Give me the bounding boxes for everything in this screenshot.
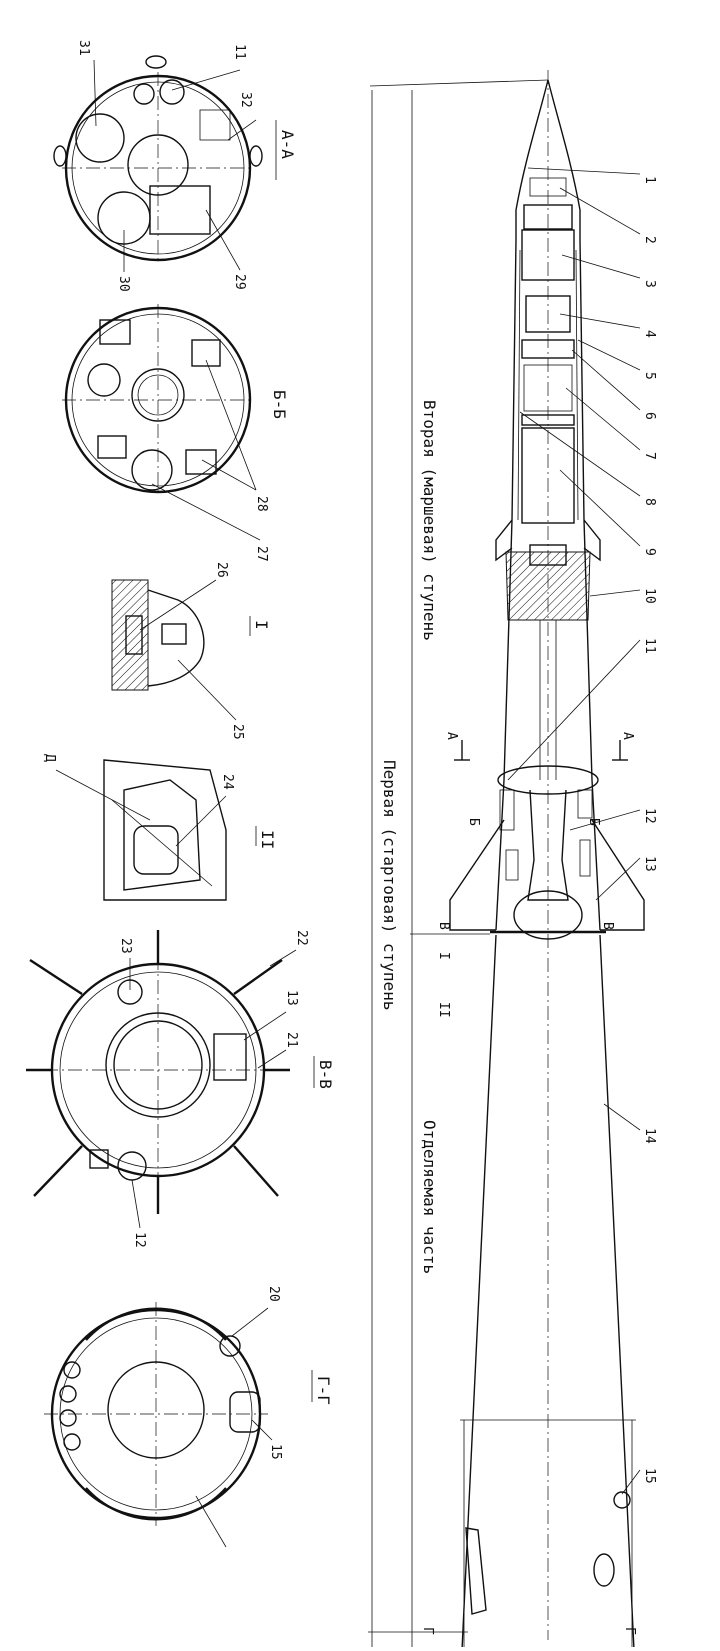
aa-callouts: 31 11 32 29 30 xyxy=(76,40,257,292)
first-stage-fins xyxy=(449,819,645,931)
detail-one: I 26 25 xyxy=(111,562,271,740)
callout-14: 14 xyxy=(642,1128,657,1144)
title-detail-two: II xyxy=(258,830,277,849)
callout-21: 21 xyxy=(284,1032,299,1048)
main-section-marks: А А Б Б В В I II Г Г xyxy=(420,732,637,1635)
equipment-block-3 xyxy=(521,229,575,281)
nose-cone xyxy=(515,79,581,240)
title-bb: Б-Б xyxy=(270,390,289,419)
title-vv: В-В xyxy=(316,1060,335,1089)
section-bb: Б-Б xyxy=(62,304,289,496)
title-aa: А-А xyxy=(278,130,297,159)
first-stage-body xyxy=(461,934,635,1651)
main-callouts: 1 2 3 4 5 6 7 8 9 10 11 12 13 14 15 xyxy=(507,167,657,1495)
mark-g-left: Г xyxy=(420,1627,435,1635)
detail-two: II Д 24 xyxy=(42,754,277,901)
callout-13-vv: 13 xyxy=(284,990,299,1006)
section-aa: А-А xyxy=(53,55,297,264)
first-stage-label: Первая (стартовая) ступень xyxy=(380,760,399,1010)
sustainer-charge xyxy=(505,551,591,621)
detachable-label: Отделяемая часть xyxy=(420,1120,439,1274)
title-gg: Г-Г xyxy=(314,1376,333,1405)
callout-32: 32 xyxy=(238,92,253,108)
callout-13: 13 xyxy=(642,856,657,872)
callout-2: 2 xyxy=(642,236,657,244)
callout-6: 6 xyxy=(642,412,657,420)
second-stage-fins xyxy=(495,519,601,562)
mark-v-right: В xyxy=(600,922,615,930)
mark-b-left: Б xyxy=(466,818,481,826)
callout-31: 31 xyxy=(76,40,91,56)
vv-callouts: 23 22 13 21 12 xyxy=(118,930,309,1248)
callout-detail-d: Д xyxy=(42,754,57,762)
second-stage-label: Вторая (маршевая) ступень xyxy=(420,400,439,641)
title-detail-one: I xyxy=(252,620,271,630)
callout-23: 23 xyxy=(118,938,133,954)
mark-b-right: Б xyxy=(586,818,601,826)
mark-one: I xyxy=(436,952,451,960)
callout-26: 26 xyxy=(214,562,229,578)
mark-a-right: А xyxy=(620,732,635,740)
callout-9: 9 xyxy=(642,548,657,556)
callout-7: 7 xyxy=(642,452,657,460)
callout-22: 22 xyxy=(294,930,309,946)
section-gg: Г-Г xyxy=(44,1302,333,1526)
callout-30: 30 xyxy=(116,276,131,292)
booster-nozzle xyxy=(527,789,569,901)
mark-v-left: В xyxy=(436,922,451,930)
callout-11: 11 xyxy=(642,638,657,654)
callout-12-vv: 12 xyxy=(132,1232,147,1248)
callout-8: 8 xyxy=(642,498,657,506)
warhead-fuze xyxy=(529,177,567,197)
equipment-block-7 xyxy=(523,364,573,412)
callout-11-aa: 11 xyxy=(232,44,247,60)
callout-28: 28 xyxy=(254,496,269,512)
callout-25: 25 xyxy=(230,724,245,740)
callout-27: 27 xyxy=(254,546,269,562)
bb-callouts: 28 27 xyxy=(151,359,269,562)
callout-20: 20 xyxy=(266,1286,281,1302)
callout-10: 10 xyxy=(642,588,657,604)
callout-15-gg: 15 xyxy=(268,1444,283,1460)
equipment-block-9 xyxy=(521,427,575,524)
second-stage-body xyxy=(495,239,601,931)
mark-a-left: А xyxy=(444,732,459,740)
callout-29: 29 xyxy=(232,274,247,290)
callout-3: 3 xyxy=(642,280,657,288)
rocket-side-view xyxy=(449,70,645,1651)
mark-two: II xyxy=(436,1002,451,1018)
mark-g-right: Г xyxy=(622,1627,637,1635)
callout-4: 4 xyxy=(642,330,657,338)
callout-5: 5 xyxy=(642,372,657,380)
gg-callouts: 20 15 xyxy=(195,1286,283,1548)
callout-24: 24 xyxy=(220,774,235,790)
equipment-block-4 xyxy=(525,295,571,333)
callout-1: 1 xyxy=(642,176,657,184)
tail-igniter xyxy=(465,1527,487,1615)
section-vv: В-В xyxy=(26,930,335,1214)
callout-15: 15 xyxy=(642,1468,657,1484)
callout-12: 12 xyxy=(642,808,657,824)
